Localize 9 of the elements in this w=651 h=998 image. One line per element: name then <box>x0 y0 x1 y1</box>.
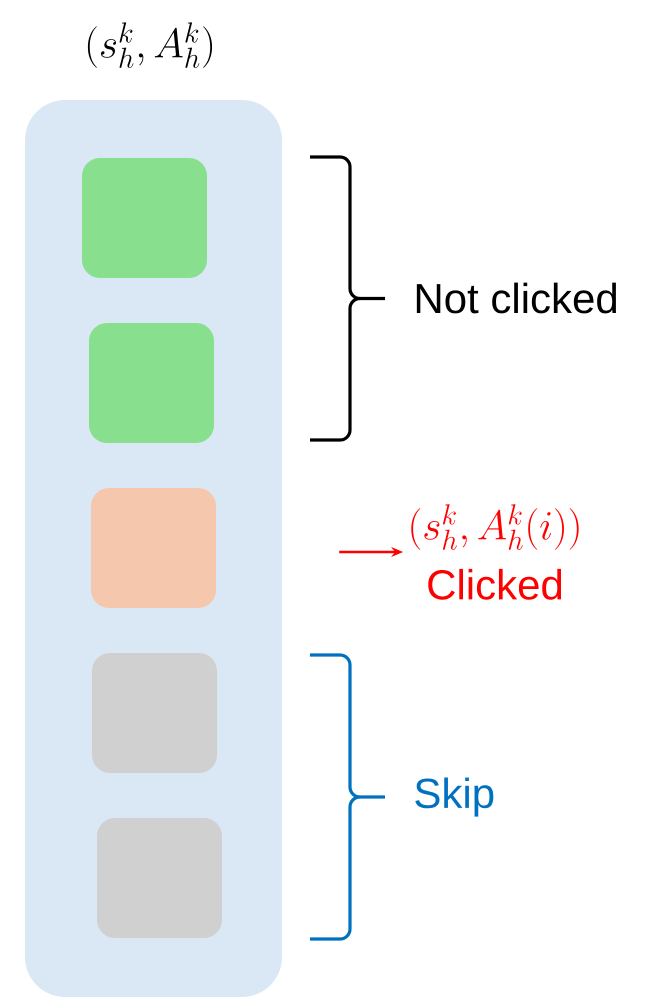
item-square <box>92 653 217 774</box>
title: $(s_h^k, A_h^k)$ <box>88 22 212 68</box>
item-square <box>82 158 207 278</box>
brace-label: Skip <box>415 777 494 817</box>
brace-label: Not clicked <box>416 282 616 314</box>
item-square <box>91 488 216 608</box>
item-square <box>89 323 214 443</box>
clicked-label: $(s_h^k, A_h^k(i))$ Clicked <box>411 504 579 600</box>
item-square <box>97 818 222 938</box>
